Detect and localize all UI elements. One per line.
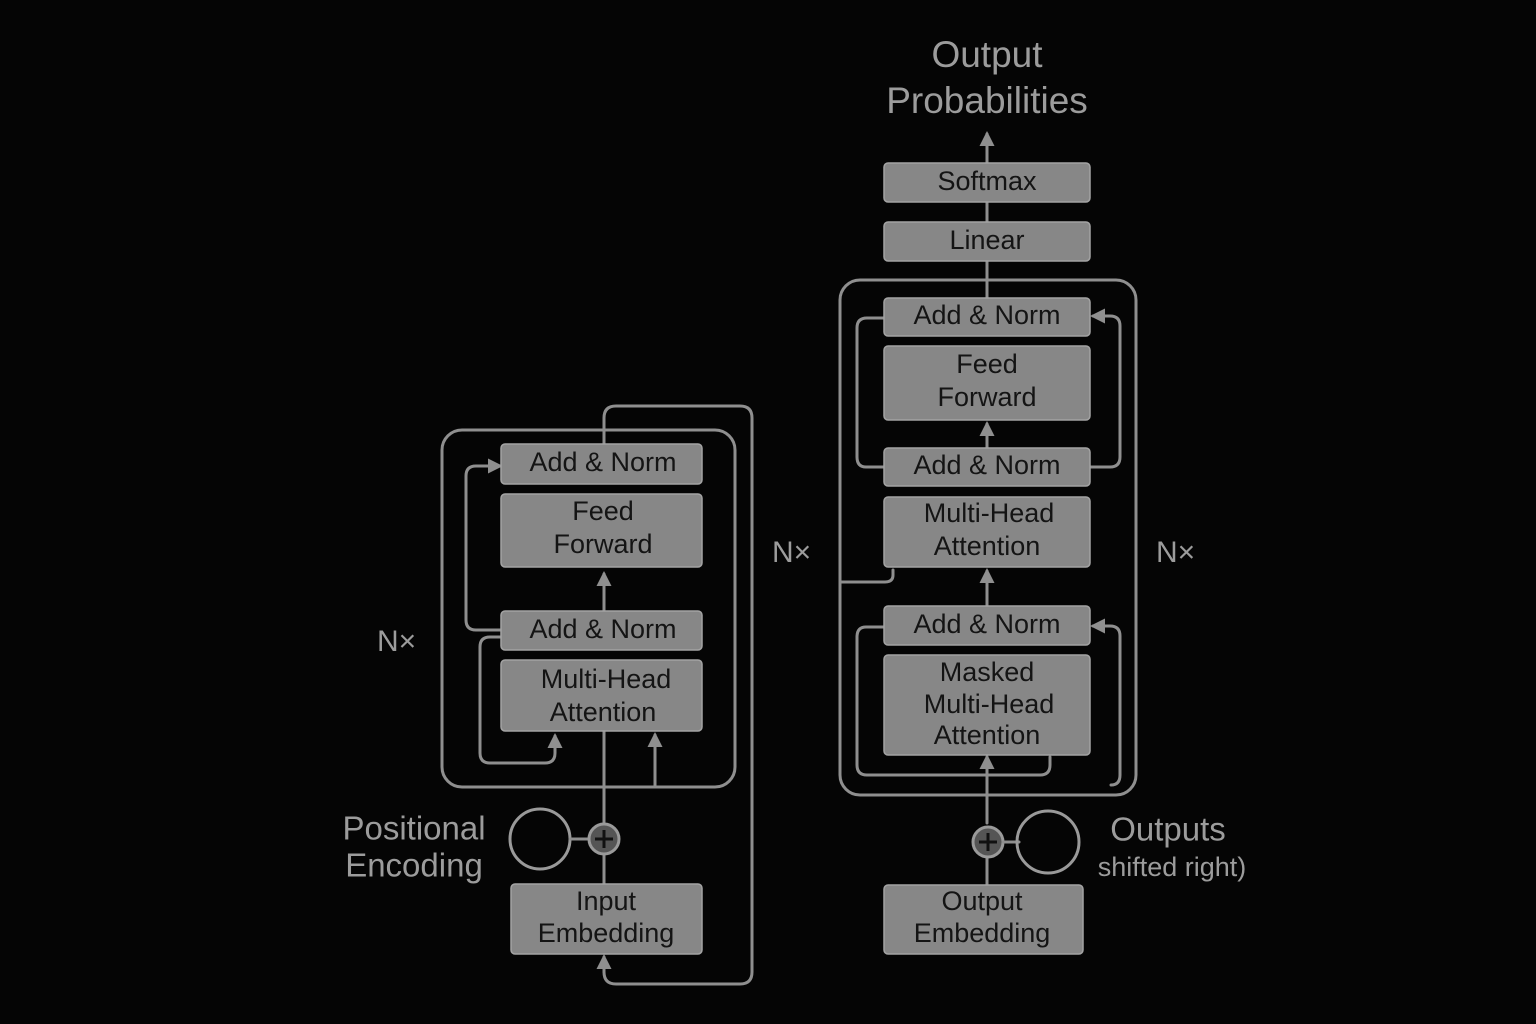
outputs-label: Outputs bbox=[1110, 811, 1226, 848]
decoder-layer-frame bbox=[838, 278, 1138, 797]
output-probabilities-line2: Probabilities bbox=[886, 80, 1088, 121]
encoder-multi-head-attention: Multi-Head Attention bbox=[500, 659, 703, 732]
encoder-layer-frame bbox=[440, 428, 737, 789]
encoder-add-norm-bottom-label: Add & Norm bbox=[529, 614, 676, 644]
decoder-add-norm-mid-label: Add & Norm bbox=[913, 450, 1060, 480]
decoder-mha-line1: Multi-Head bbox=[924, 498, 1055, 528]
decoder-nx-label: N× bbox=[1156, 536, 1195, 569]
decoder-add-operator bbox=[971, 825, 1005, 859]
input-embedding-block: Input Embedding bbox=[510, 883, 703, 955]
encoder-add-operator bbox=[587, 822, 621, 856]
decoder-positional-encoding-icon bbox=[1015, 809, 1081, 875]
decoder-feed-forward-line2: Forward bbox=[937, 382, 1036, 412]
decoder-feed-forward: Feed Forward bbox=[883, 345, 1091, 421]
decoder-add-norm-top-label: Add & Norm bbox=[913, 300, 1060, 330]
encoder-nx-right-label: N× bbox=[772, 536, 811, 569]
input-embedding-line2: Embedding bbox=[538, 918, 675, 948]
linear-block: Linear bbox=[883, 221, 1091, 262]
encoder-feed-forward-line1: Feed bbox=[572, 496, 634, 526]
decoder-wires bbox=[839, 131, 1122, 887]
decoder-masked-line2: Multi-Head bbox=[924, 689, 1055, 719]
encoder-mha-line2: Attention bbox=[550, 697, 657, 727]
positional-encoding-line1: Positional bbox=[342, 810, 485, 847]
encoder-add-norm-bottom: Add & Norm bbox=[500, 610, 703, 651]
output-embedding-line2: Embedding bbox=[914, 918, 1051, 948]
decoder-mha-line2: Attention bbox=[934, 531, 1041, 561]
input-embedding-line1: Input bbox=[576, 886, 637, 916]
decoder-masked-line1: Masked bbox=[940, 657, 1035, 687]
softmax-block: Softmax bbox=[883, 162, 1091, 203]
decoder-add-norm-mid: Add & Norm bbox=[883, 447, 1091, 487]
decoder-add-norm-top: Add & Norm bbox=[883, 297, 1091, 337]
decoder-add-norm-bottom-label: Add & Norm bbox=[913, 609, 1060, 639]
encoder-feed-forward-line2: Forward bbox=[553, 529, 652, 559]
output-probabilities-line1: Output bbox=[931, 34, 1043, 75]
outputs-shifted-label: shifted right) bbox=[1098, 852, 1247, 882]
encoder-nx-left-label: N× bbox=[377, 625, 416, 658]
decoder-feed-forward-line1: Feed bbox=[956, 349, 1018, 379]
output-embedding-block: Output Embedding bbox=[883, 884, 1084, 955]
encoder-add-norm-top: Add & Norm bbox=[500, 443, 703, 485]
decoder-multi-head-attention: Multi-Head Attention bbox=[883, 496, 1091, 568]
positional-encoding-line2: Encoding bbox=[345, 847, 483, 884]
encoder-feed-forward: Feed Forward bbox=[500, 493, 703, 568]
softmax-label: Softmax bbox=[937, 166, 1037, 196]
decoder-add-norm-bottom: Add & Norm bbox=[883, 605, 1091, 646]
output-embedding-line1: Output bbox=[941, 886, 1023, 916]
encoder-add-norm-top-label: Add & Norm bbox=[529, 447, 676, 477]
encoder-mha-line1: Multi-Head bbox=[541, 664, 672, 694]
linear-label: Linear bbox=[949, 225, 1024, 255]
decoder-masked-multi-head-attention: Masked Multi-Head Attention bbox=[883, 654, 1091, 756]
encoder-wires bbox=[464, 404, 754, 986]
decoder-masked-line3: Attention bbox=[934, 720, 1041, 750]
encoder-positional-encoding-icon bbox=[508, 807, 572, 871]
